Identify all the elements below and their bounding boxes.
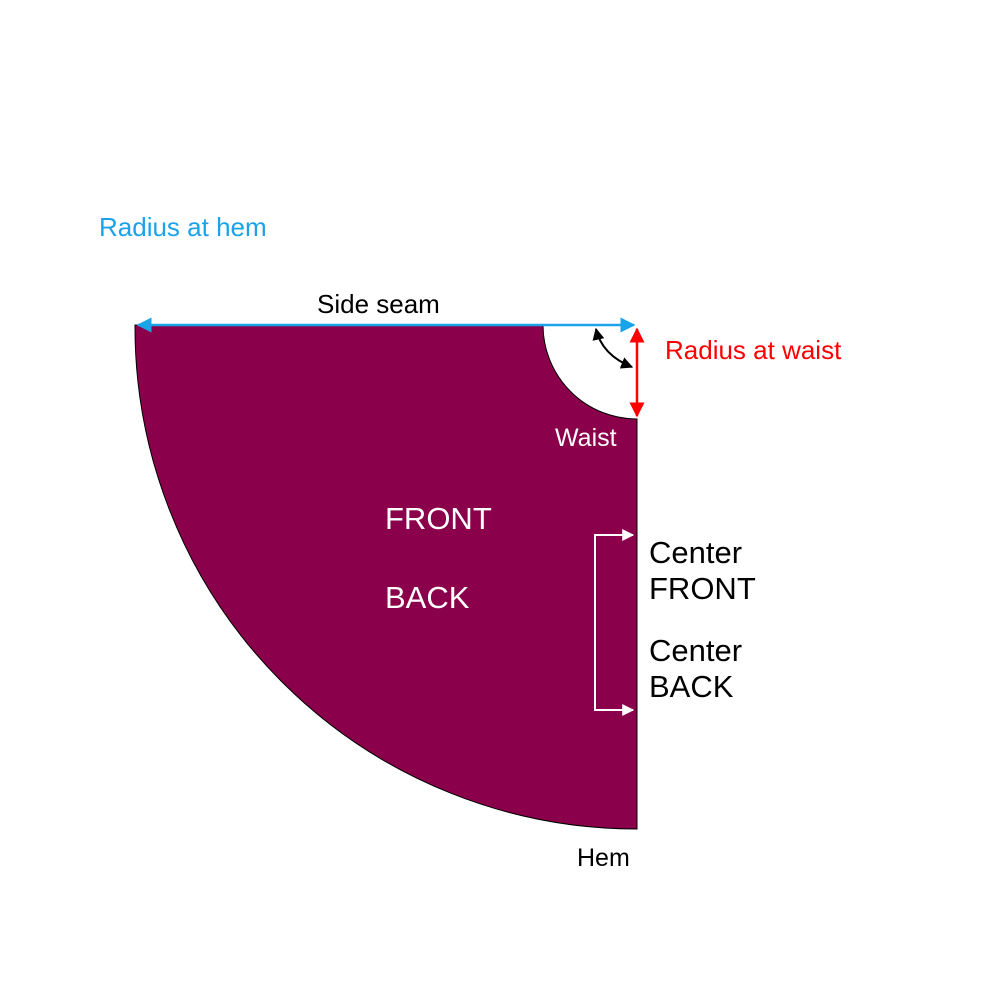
center-fold-bracket (594, 534, 631, 711)
skirt-pattern-piece (134, 324, 638, 830)
center-back-label-line1: Center (649, 633, 742, 668)
side-seam-label: Side seam (317, 289, 440, 319)
right-angle-arc-arrow (592, 327, 634, 369)
waist-label: Waist (555, 424, 617, 452)
back-label: BACK (385, 580, 470, 615)
radius-at-waist-label: Radius at waist (665, 335, 842, 365)
front-label: FRONT (385, 501, 492, 536)
center-front-label-line1: Center (649, 535, 742, 570)
center-back-label-line2: BACK (649, 669, 734, 704)
center-front-label-line2: FRONT (649, 571, 756, 606)
radius-at-hem-label: Radius at hem (99, 212, 267, 242)
hem-label: Hem (577, 844, 630, 872)
